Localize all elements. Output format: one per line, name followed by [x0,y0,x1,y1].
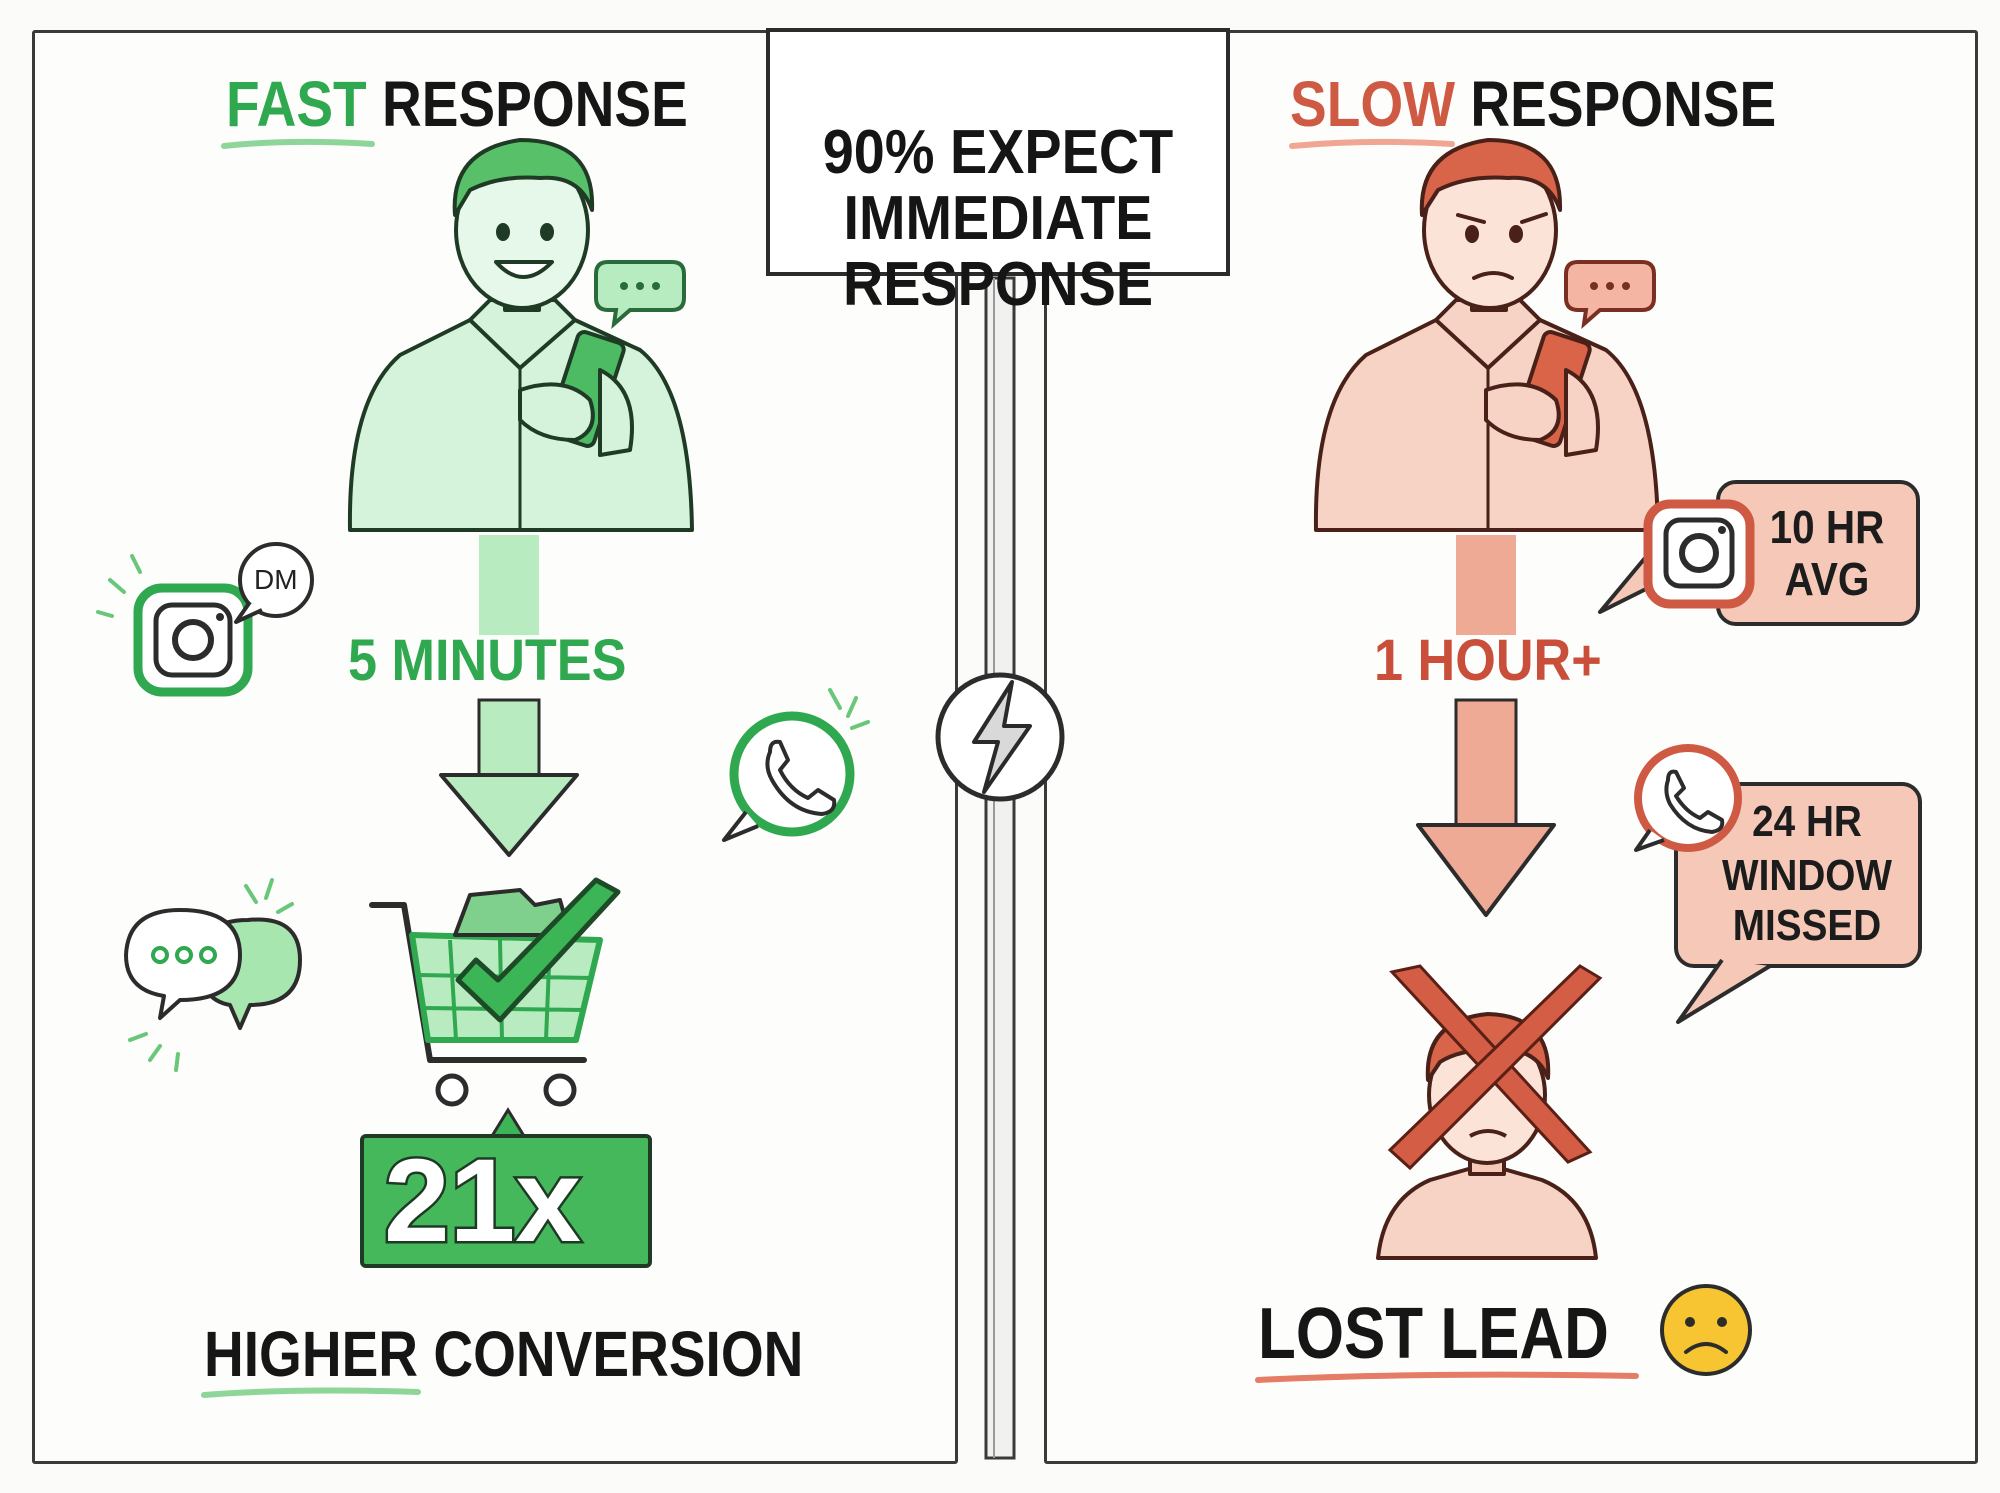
whatsapp-note-line-2: WINDOW [1722,851,1892,900]
sad-face-icon [1660,1284,1752,1376]
fast-title-highlight: FAST [226,68,367,140]
slow-title-rest: RESPONSE [1455,68,1777,140]
fast-arrow [439,535,579,857]
instagram-note-line-2: AVG [1784,553,1870,605]
chat-bubble-icon [594,260,686,330]
whatsapp-icon [722,688,870,842]
center-pole [984,276,1016,1460]
lightning-icon [935,672,1065,802]
center-line-2: IMMEDIATE [843,184,1153,253]
fast-time-label: 5 MINUTES [348,628,627,693]
multiplier-value: 21x [382,1135,584,1267]
instagram-note [1598,480,1920,626]
center-line-1: 90% EXPECT [822,118,1174,187]
whatsapp-note-line-1: 24 HR [1752,797,1862,846]
slow-time-label: 1 HOUR+ [1374,628,1602,693]
fast-title-rest: RESPONSE [366,68,688,140]
red-x-icon [1387,964,1603,1171]
multiplier-badge [360,1107,652,1268]
whatsapp-note-line-3: MISSED [1732,901,1882,950]
frowning-man-icon [1313,138,1660,532]
fast-result: HIGHER CONVERSION [204,1322,803,1386]
fast-title: FAST RESPONSE [226,72,688,136]
whatsapp-note [1634,744,1922,1024]
check-icon [455,877,621,1023]
dm-label: DM [254,564,298,595]
chat-bubbles-icon [124,878,302,1072]
fast-result-rest: CONVERSION [418,1318,804,1390]
instagram-note-line-1: 10 HR [1769,501,1885,553]
slow-arrow [1416,535,1556,917]
slow-title-highlight: SLOW [1290,68,1456,140]
smiling-man-icon [347,138,694,532]
slow-result: LOST LEAD [1258,1294,1609,1374]
fast-result-highlight: HIGHER [204,1318,419,1390]
center-line-3: RESPONSE [842,250,1154,319]
slow-title: SLOW RESPONSE [1290,72,1776,136]
instagram-icon [96,554,253,697]
dm-bubble-icon [234,542,314,624]
center-headline-box: 90% EXPECT IMMEDIATE RESPONSE [766,28,1230,316]
chat-bubble-icon [1564,260,1656,330]
